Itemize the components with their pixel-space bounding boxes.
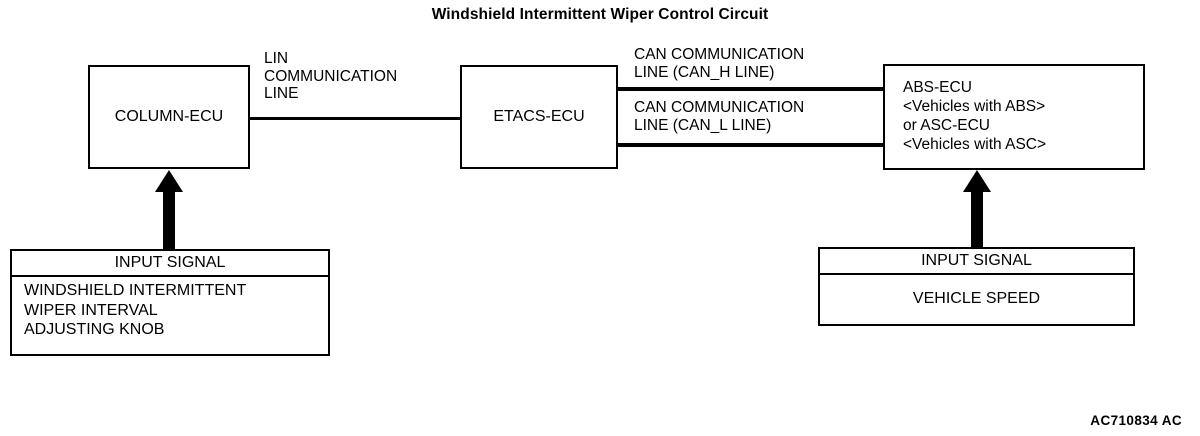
input-signal-arrow-right-icon bbox=[963, 170, 991, 250]
node-etacs-ecu: ETACS-ECU bbox=[460, 65, 618, 169]
figure-id-label: AC710834 AC bbox=[1090, 413, 1182, 428]
wire-can-l-line bbox=[618, 143, 884, 147]
input-signal-left-header: INPUT SIGNAL bbox=[12, 251, 328, 277]
wire-can-h-line bbox=[618, 87, 884, 91]
input-signal-arrow-left-icon bbox=[155, 170, 183, 250]
wire-can-h-label: CAN COMMUNICATION LINE (CAN_H LINE) bbox=[634, 46, 805, 81]
node-abs-ecu-label: ABS-ECU <Vehicles with ABS> or ASC-ECU <… bbox=[903, 79, 1047, 153]
input-signal-left-body: WINDSHIELD INTERMITTENT WIPER INTERVAL A… bbox=[24, 282, 247, 339]
node-etacs-ecu-label: ETACS-ECU bbox=[493, 107, 585, 125]
wire-can-l-label: CAN COMMUNICATION LINE (CAN_L LINE) bbox=[634, 99, 805, 134]
node-column-ecu-label: COLUMN-ECU bbox=[114, 107, 224, 125]
input-signal-box-left: INPUT SIGNAL WINDSHIELD INTERMITTENT WIP… bbox=[10, 249, 330, 356]
wire-lin-communication-label: LIN COMMUNICATION LINE bbox=[264, 50, 398, 102]
page-title: Windshield Intermittent Wiper Control Ci… bbox=[431, 6, 769, 23]
node-abs-ecu: ABS-ECU <Vehicles with ABS> or ASC-ECU <… bbox=[883, 64, 1145, 170]
wire-lin-communication-line bbox=[250, 117, 461, 120]
input-signal-box-right: INPUT SIGNAL VEHICLE SPEED bbox=[818, 247, 1135, 326]
input-signal-right-body: VEHICLE SPEED bbox=[912, 290, 1041, 307]
node-column-ecu: COLUMN-ECU bbox=[88, 65, 250, 169]
input-signal-right-header: INPUT SIGNAL bbox=[820, 249, 1133, 275]
